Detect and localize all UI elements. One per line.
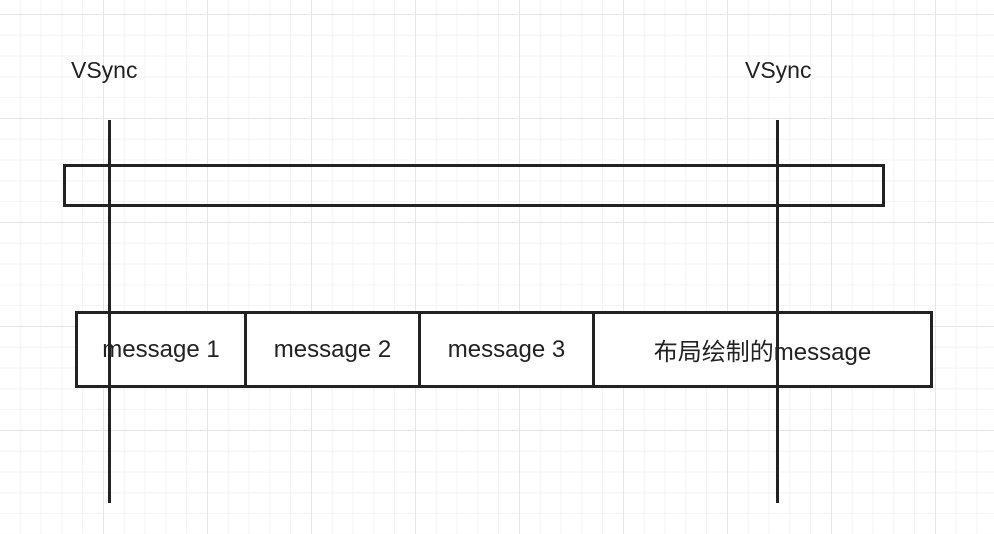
message-cell-2: message 2: [247, 314, 421, 385]
vsync-label-right: VSync: [745, 57, 812, 83]
vsync-line-left: [108, 120, 111, 503]
message-cell-3: message 3: [421, 314, 595, 385]
vsync-line-right: [776, 120, 779, 503]
message-cell-layout-draw: 布局绘制的message: [653, 339, 872, 366]
message-cell-1: message 1: [78, 314, 247, 385]
vsync-label-left: VSync: [71, 57, 138, 83]
message-queue: message 1 message 2 message 3 布局绘制的messa…: [75, 311, 933, 388]
frame-bar: [63, 164, 885, 207]
